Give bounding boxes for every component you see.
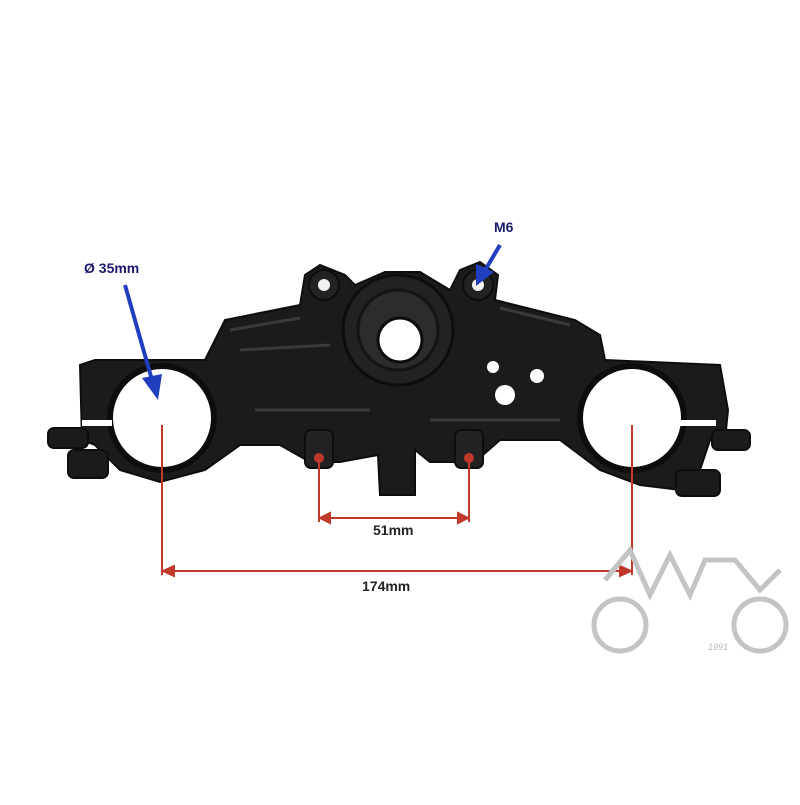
logo-year: 1991	[708, 642, 729, 652]
right-lower-stud-hole	[464, 453, 474, 463]
stem-hole	[376, 316, 424, 364]
bolt-arrow	[476, 243, 502, 286]
diameter-arrow	[123, 284, 162, 400]
outer-spacing-dimension	[160, 425, 634, 578]
outer-spacing-label: 174mm	[362, 578, 411, 594]
right-clamp-slit	[680, 420, 716, 426]
left-lower-stud-hole	[314, 453, 324, 463]
bolt-label: M6	[494, 219, 514, 235]
wima-logo	[591, 545, 789, 654]
vent-hole-2	[530, 369, 544, 383]
vent-hole-3	[495, 385, 515, 405]
left-clamp-slit	[82, 420, 112, 426]
inner-spacing-label: 51mm	[373, 522, 414, 538]
part-highlights	[229, 306, 571, 422]
diameter-label: Ø 35mm	[84, 260, 140, 276]
inner-spacing-dimension	[317, 462, 471, 525]
left-bolt-hole	[318, 279, 330, 291]
vent-hole-1	[487, 361, 499, 373]
